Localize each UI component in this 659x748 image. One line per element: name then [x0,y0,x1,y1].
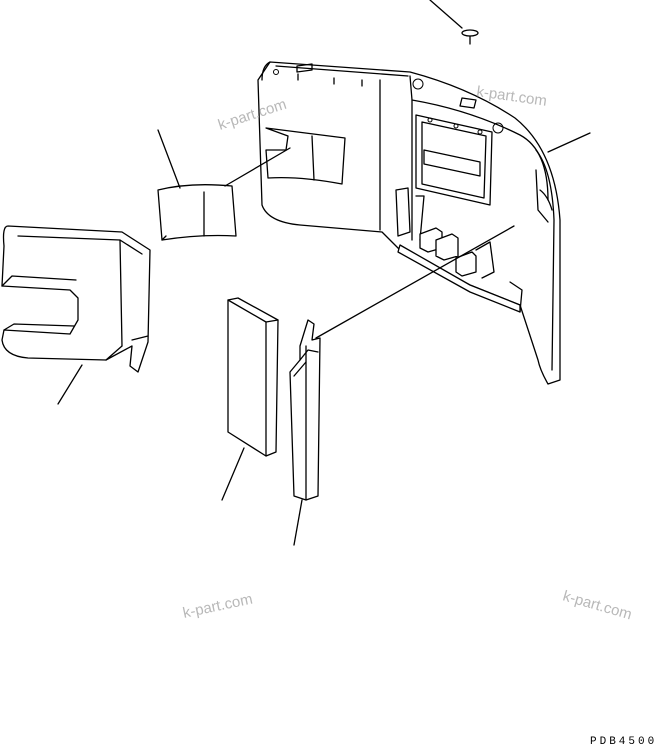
leader-lines [57,0,591,546]
watermark-4: k-part.com [561,588,634,624]
watermark-3: k-part.com [181,591,254,622]
drawing-code: PDB4500 [590,736,657,748]
cutout-pad-part [265,127,346,185]
grommet-part [461,29,479,45]
strip-pad-part [289,319,321,501]
small-pad-part [157,184,237,241]
large-pad-part [1,225,151,373]
block-pad-part [227,297,279,457]
